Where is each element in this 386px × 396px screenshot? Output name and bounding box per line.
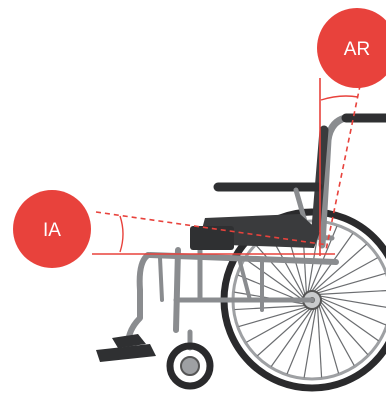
wheel-spoke	[235, 306, 305, 310]
wheel-spoke	[319, 306, 339, 374]
footplate	[96, 334, 156, 362]
ia-label: IA	[43, 220, 61, 241]
wheel-spoke	[320, 304, 354, 366]
wheel-spoke	[319, 290, 386, 294]
ar-label: AR	[344, 39, 370, 60]
caster-wheel	[170, 346, 210, 386]
wheel-spoke	[246, 308, 308, 342]
seat	[190, 214, 320, 250]
wheel-spoke	[239, 307, 307, 327]
wheel-spoke	[318, 273, 386, 293]
ar-badge: AR	[317, 8, 386, 88]
ia-badge: IA	[13, 190, 91, 268]
wheel-spoke	[318, 307, 322, 377]
